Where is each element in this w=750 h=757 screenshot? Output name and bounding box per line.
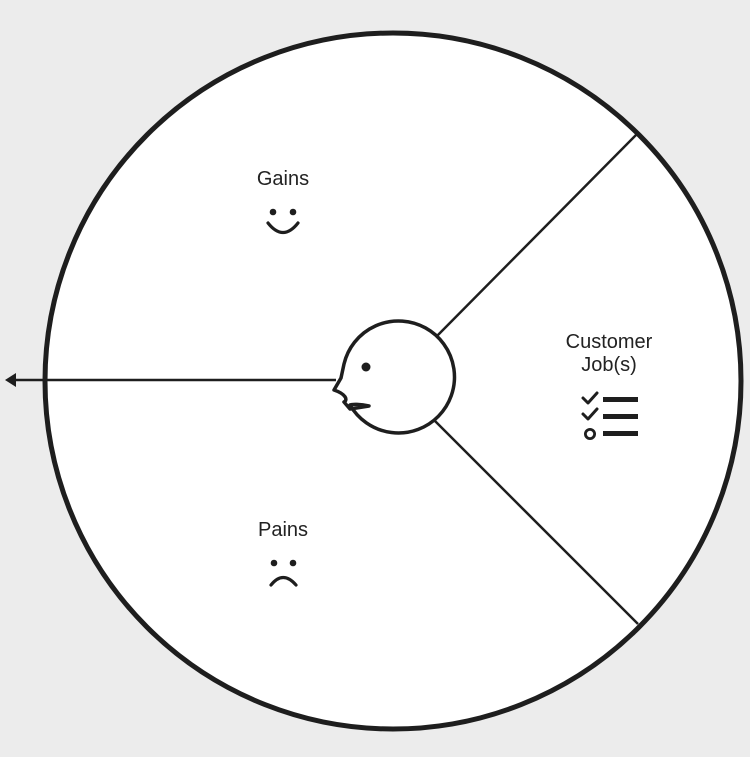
divider-lower-right [433,419,639,625]
gains-label: Gains [257,168,309,190]
customer-jobs-label-line2: Job(s) [581,354,637,376]
customer-jobs-label-line1: Customer [566,331,653,353]
checklist-icon [581,391,638,440]
divider-upper-right [434,134,637,339]
pains-label: Pains [258,519,308,541]
left-arrow-icon [5,373,336,387]
smiley-face-icon [266,208,300,235]
customer-profile-head-icon [332,319,457,435]
sad-face-icon [269,559,298,587]
